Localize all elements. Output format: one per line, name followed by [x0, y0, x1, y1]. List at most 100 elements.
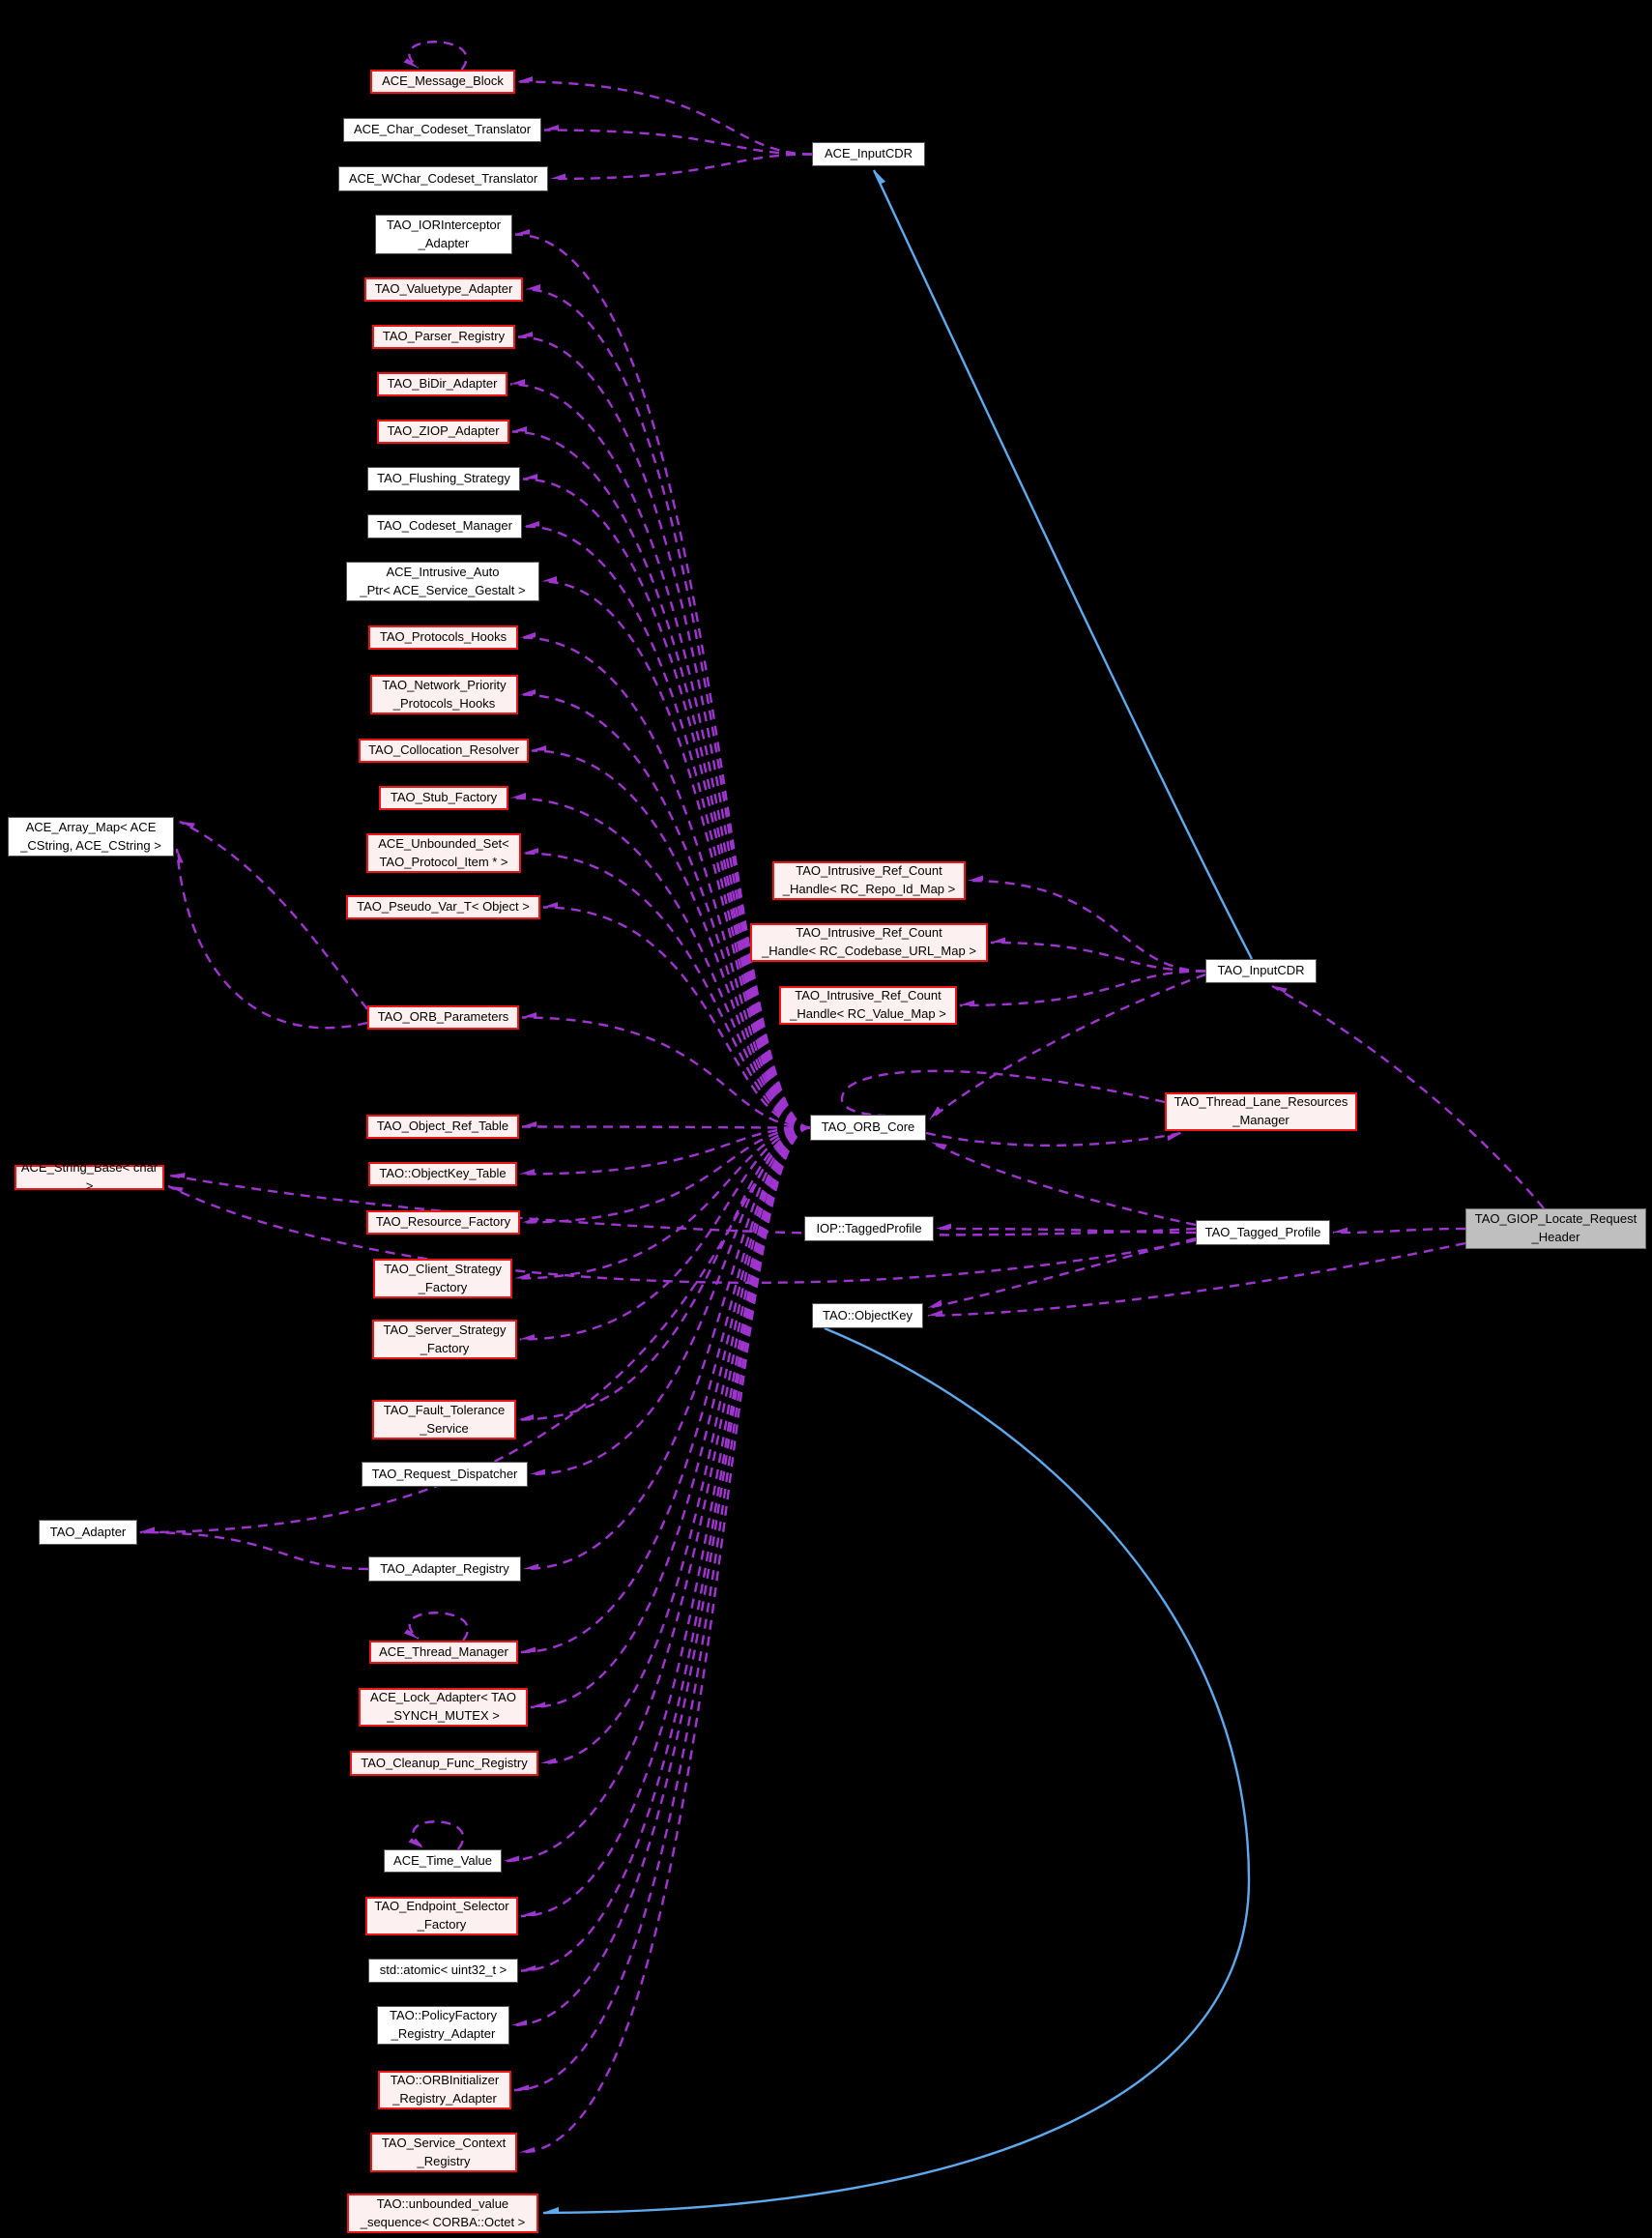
node-unboundedvalseq[interactable]: TAO::unbounded_value _sequence< CORBA::O…	[347, 2194, 538, 2233]
node-faulttolerance[interactable]: TAO_Fault_Tolerance _Service	[372, 1400, 516, 1439]
usage-edge-aceinputcdr-msgblock	[518, 82, 813, 156]
node-objkeytable[interactable]: TAO::ObjectKey_Table	[368, 1162, 517, 1186]
node-taoinputcdr[interactable]: TAO_InputCDR	[1205, 959, 1317, 983]
usage-edge-taoinputcdr-rcrepoid	[969, 881, 1206, 973]
node-giopheader[interactable]: TAO_GIOP_Locate_Request _Header	[1465, 1208, 1646, 1249]
usage-edge-giopheader-taoobjectkey	[928, 1241, 1466, 1318]
usage-edge-orbcore-pseudovar	[543, 908, 811, 1129]
node-threadmanager[interactable]: ACE_Thread_Manager	[369, 1641, 518, 1664]
node-endpointselector[interactable]: TAO_Endpoint_Selector _Factory	[365, 1897, 518, 1935]
usage-edge-orbcore-valuetype	[526, 290, 811, 1129]
inheritance-edge-taoinputcdr-aceinputcdr	[872, 170, 1254, 960]
usage-edge-taotagged-ioptagged	[937, 1229, 1197, 1235]
usage-edge-orbcore-unboundedset	[524, 854, 811, 1129]
node-stubfactory[interactable]: TAO_Stub_Factory	[379, 786, 508, 810]
node-policyfactory[interactable]: TAO::PolicyFactory _Registry_Adapter	[377, 2006, 509, 2045]
usage-edge-taotagged-taoobjectkey	[928, 1236, 1197, 1310]
node-ioptagged[interactable]: IOP::TaggedProfile	[804, 1216, 934, 1241]
usage-edge-orbcore-stubfactory	[511, 799, 811, 1129]
usage-edge-adapterregistry-taoadapter	[140, 1532, 369, 1571]
node-rcvalue[interactable]: TAO_Intrusive_Ref_Count _Handle< RC_Valu…	[779, 986, 957, 1025]
node-charcodeset[interactable]: ACE_Char_Codeset_Translator	[343, 118, 541, 142]
node-netpriority[interactable]: TAO_Network_Priority _Protocols_Hooks	[370, 675, 518, 714]
usage-edge-orbcore-collocation	[532, 751, 811, 1129]
inheritance-edge-taoobjectkey-unboundedvalseq	[543, 1326, 1251, 2215]
usage-edge-orbcore-resourcefactory	[523, 1126, 811, 1224]
node-servicecontext[interactable]: TAO_Service_Context _Registry	[370, 2133, 517, 2172]
node-adapterregistry[interactable]: TAO_Adapter_Registry	[368, 1556, 521, 1582]
usage-edge-taotagged-stringbase	[168, 1184, 1197, 1285]
usage-edge-taoinputcdr-orbcore	[930, 973, 1206, 1120]
usage-edge-taoinputcdr-rccodebase	[991, 943, 1206, 973]
usage-edge-orbcore-servicecontext	[520, 1126, 811, 2154]
node-wcharcodeset[interactable]: ACE_WChar_Codeset_Translator	[338, 166, 548, 191]
usage-edge-taotagged-stringbase	[170, 1176, 1197, 1236]
usage-edge-orbcore-threadlane	[925, 1131, 1181, 1148]
node-resourcefactory[interactable]: TAO_Resource_Factory	[366, 1210, 520, 1235]
node-orbinitializer[interactable]: TAO::ORBInitializer _Registry_Adapter	[378, 2071, 511, 2109]
node-iorinterceptor[interactable]: TAO_IORInterceptor _Adapter	[375, 215, 512, 254]
node-intrusiveauto[interactable]: ACE_Intrusive_Auto _Ptr< ACE_Service_Ges…	[346, 562, 539, 601]
usage-edge-msgblock-msgblock	[409, 41, 468, 71]
node-rcrepoid[interactable]: TAO_Intrusive_Ref_Count _Handle< RC_Repo…	[772, 861, 966, 900]
usage-edge-orbparams-arraymap	[180, 820, 368, 1010]
node-valuetype[interactable]: TAO_Valuetype_Adapter	[364, 277, 523, 302]
node-taoadapter[interactable]: TAO_Adapter	[39, 1520, 137, 1545]
node-pseudovar[interactable]: TAO_Pseudo_Var_T< Object >	[346, 895, 540, 919]
usage-edge-aceinputcdr-charcodeset	[544, 131, 813, 156]
node-objreftable[interactable]: TAO_Object_Ref_Table	[366, 1115, 519, 1139]
node-orbcore[interactable]: TAO_ORB_Core	[810, 1115, 926, 1141]
node-clientstrategy[interactable]: TAO_Client_Strategy _Factory	[373, 1259, 512, 1298]
node-taotagged[interactable]: TAO_Tagged_Profile	[1196, 1220, 1330, 1245]
node-serverstrategy[interactable]: TAO_Server_Strategy _Factory	[372, 1320, 517, 1359]
usage-edge-orbcore-serverstrategy	[520, 1126, 811, 1341]
usage-edge-orbcore-cleanupfunc	[541, 1126, 811, 1765]
usage-edge-orbcore-flushing	[523, 480, 811, 1129]
usage-edge-taotagged-orbcore	[932, 1141, 1197, 1227]
usage-edge-orbcore-bidir	[510, 385, 811, 1129]
usage-edge-timevalue-timevalue	[413, 1820, 465, 1850]
node-requestdispatcher[interactable]: TAO_Request_Dispatcher	[362, 1462, 528, 1487]
node-codesetmgr[interactable]: TAO_Codeset_Manager	[367, 514, 522, 538]
usage-edge-orbcore-lockadapter	[531, 1126, 811, 1709]
usage-edge-orbcore-objreftable	[522, 1127, 811, 1129]
node-aceinputcdr[interactable]: ACE_InputCDR	[812, 142, 925, 166]
usage-edge-threadlane-orbcore	[840, 1069, 1166, 1116]
node-parser[interactable]: TAO_Parser_Registry	[372, 325, 515, 349]
usage-edge-orbcore-codesetmgr	[525, 527, 811, 1129]
usage-edge-orbcore-faulttolerance	[519, 1126, 811, 1421]
node-msgblock[interactable]: ACE_Message_Block	[370, 70, 515, 94]
node-stringbase[interactable]: ACE_String_Base< char >	[14, 1160, 164, 1193]
node-stdatomic[interactable]: std::atomic< uint32_t >	[368, 1959, 518, 1983]
usage-edge-orbcore-iorinterceptor	[515, 235, 811, 1129]
usage-edge-orbcore-stdatomic	[521, 1126, 811, 1972]
usage-edge-orbcore-parser	[518, 337, 811, 1129]
node-arraymap[interactable]: ACE_Array_Map< ACE _CString, ACE_CString…	[8, 817, 174, 857]
node-bidir[interactable]: TAO_BiDir_Adapter	[377, 372, 507, 396]
node-timevalue[interactable]: ACE_Time_Value	[384, 1849, 502, 1873]
node-threadlane[interactable]: TAO_Thread_Lane_Resources _Manager	[1165, 1092, 1357, 1131]
node-protocolshooks[interactable]: TAO_Protocols_Hooks	[368, 625, 518, 650]
usage-edge-orbparams-arraymap	[175, 849, 368, 1030]
node-unboundedset[interactable]: ACE_Unbounded_Set< TAO_Protocol_Item * >	[366, 833, 521, 873]
node-rccodebase[interactable]: TAO_Intrusive_Ref_Count _Handle< RC_Code…	[750, 923, 988, 962]
usage-edge-orbcore-adapterregistry	[524, 1126, 811, 1571]
node-collocation[interactable]: TAO_Collocation_Resolver	[359, 739, 529, 763]
usage-edge-giopheader-taotagged	[1333, 1229, 1466, 1235]
node-cleanupfunc[interactable]: TAO_Cleanup_Func_Registry	[350, 1751, 538, 1776]
node-ziop[interactable]: TAO_ZIOP_Adapter	[377, 420, 509, 444]
usage-edge-orbcore-taoadapter	[140, 1126, 811, 1534]
node-taoobjectkey[interactable]: TAO::ObjectKey	[812, 1303, 923, 1328]
usage-edge-orbcore-endpointselector	[521, 1126, 811, 1918]
usage-edge-threadmanager-threadmanager	[410, 1612, 470, 1642]
node-orbparams[interactable]: TAO_ORB_Parameters	[367, 1005, 519, 1030]
usage-edge-aceinputcdr-wcharcodeset	[551, 153, 813, 181]
usage-edge-orbcore-ziop	[512, 432, 811, 1129]
usage-edge-orbcore-orbinitializer	[514, 1126, 811, 2092]
usage-edge-orbcore-objkeytable	[520, 1126, 811, 1176]
node-flushing[interactable]: TAO_Flushing_Strategy	[367, 467, 520, 491]
node-lockadapter[interactable]: ACE_Lock_Adapter< TAO _SYNCH_MUTEX >	[359, 1688, 528, 1727]
usage-edge-orbcore-threadmanager	[521, 1126, 811, 1654]
